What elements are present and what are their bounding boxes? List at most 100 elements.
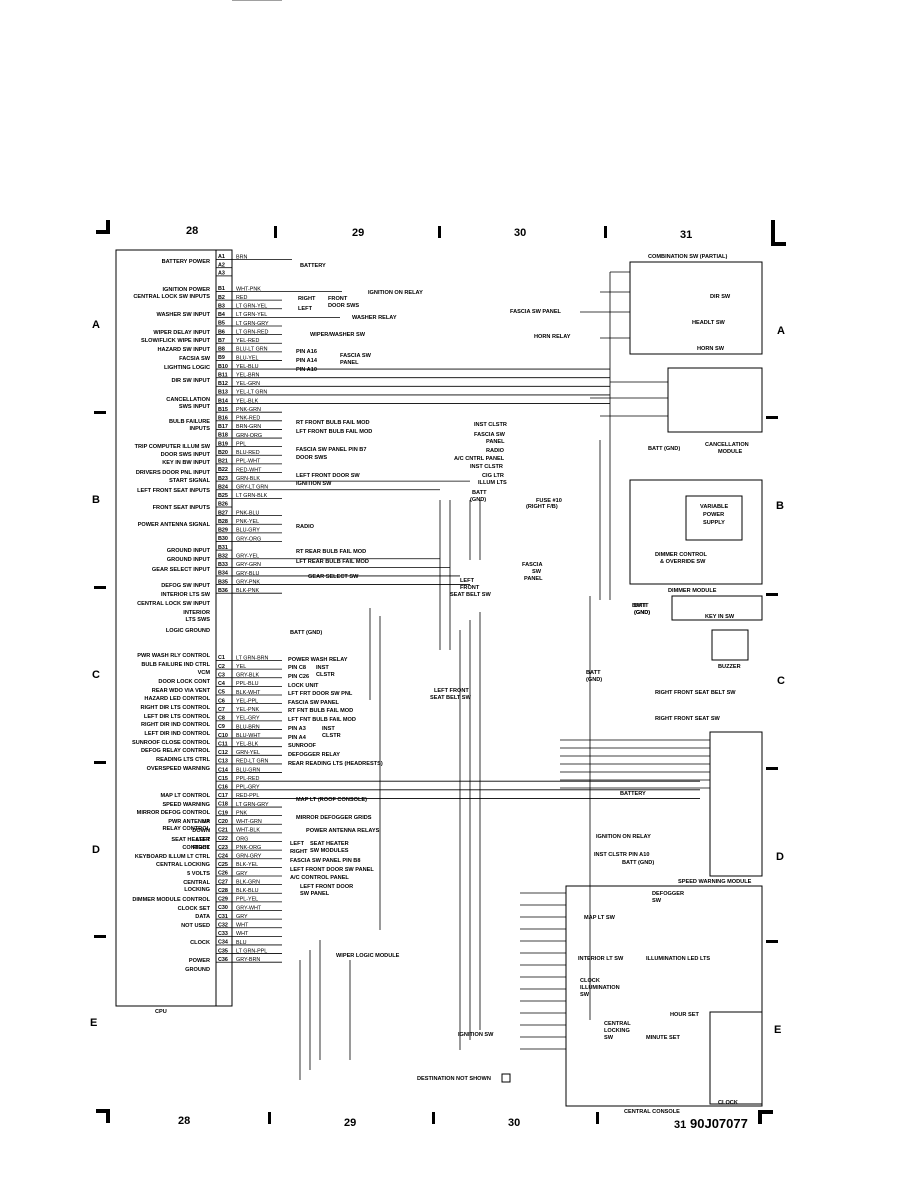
wire-label: YEL-PPL: [236, 698, 258, 704]
cpu-function-label: SUNROOF CLOSE CONTROL: [132, 740, 211, 746]
dimmer-control-label-2: & OVERRIDE SW: [660, 559, 706, 565]
cpu-function-label: LEFT FRONT SEAT INPUTS: [137, 488, 210, 494]
wire-label: BLU-LT GRN: [236, 347, 268, 353]
cpu-pin-b19: B19: [218, 441, 228, 447]
wire-label: GRY-BLU: [236, 571, 259, 577]
cpu-function-label: SPEED WARNING: [162, 802, 210, 808]
variable-power-supply-box: [685, 495, 743, 541]
grid-col-bottom-29: 29: [344, 1117, 356, 1129]
key-in-sw-box: [671, 595, 763, 621]
buzzer-box: [711, 629, 749, 661]
connection-label: PANEL: [340, 360, 359, 366]
wire-label: YEL-GRN: [236, 381, 260, 387]
wire-label: PNK-GRN: [236, 407, 261, 413]
cpu-pin-c16: C16: [218, 785, 228, 791]
cpu-pin-a2: A2: [218, 262, 225, 268]
cpu-function-label: FRONT SEAT INPUTS: [153, 505, 211, 511]
cpu-pin-c19: C19: [218, 810, 228, 816]
cpu-pin-b15: B15: [218, 407, 228, 413]
dimmer-batt-label-2: (GND): [634, 610, 650, 616]
grid-row-left-d: D: [92, 844, 100, 856]
wire-label: PNK-YEL: [236, 519, 259, 525]
connection-label: CLSTR: [316, 672, 335, 678]
illumination-led-label: ILLUMINATION LED LTS: [646, 956, 710, 962]
cpu-pin-b9: B9: [218, 355, 225, 361]
wire-label: GRN-GRY: [236, 854, 262, 860]
cpu-pin-c29: C29: [218, 897, 228, 903]
wire-label: WHT-GRN: [236, 819, 262, 825]
headlt-sw-label: HEADLT SW: [692, 320, 726, 326]
dimmer-control-label-1: DIMMER CONTROL: [655, 552, 707, 558]
grid-col-top-29: 29: [352, 227, 364, 239]
cpu-function-label: KEYBOARD ILLUM LT CTRL: [135, 854, 211, 860]
clock-box: [709, 1011, 763, 1105]
cpu-pin-b36: B36: [218, 588, 228, 594]
wire-label: YEL-LT GRN: [236, 390, 267, 396]
middle-label: ILLUM LTS: [478, 480, 507, 486]
wire-label: PPL-WHT: [236, 459, 261, 465]
connection-label: RADIO: [296, 524, 315, 530]
cpu-pin-c21: C21: [218, 828, 228, 834]
grid-row-left-e: E: [90, 1017, 97, 1029]
cpu-pin-c7: C7: [218, 707, 225, 713]
connection-label: FASCIA SW PANEL: [288, 700, 340, 706]
cpu-function-label: RIGHT: [193, 845, 211, 851]
cpu-function-label: LEFT DIR IND CONTROL: [144, 731, 210, 737]
central-locking-label-2: LOCKING: [604, 1028, 630, 1034]
cpu-pin-b25: B25: [218, 493, 228, 499]
speed-warning-module-title: SPEED WARNING MODULE: [678, 879, 752, 885]
connection-label: IGNITION ON RELAY: [368, 290, 423, 296]
cpu-pin-c10: C10: [218, 733, 228, 739]
wire-label: WHT: [236, 931, 249, 937]
cpu-function-label: DRIVERS DOOR PNL INPUT: [136, 470, 211, 476]
cpu-pin-list: A1A2A3B1B2B3B4B5B6B7B8B9B10B11B12B13B14B…: [216, 254, 232, 963]
defogger-sw-label-1: DEFOGGER: [652, 891, 684, 897]
cpu-function-label: READING LTS CTRL: [156, 757, 211, 763]
cpu-pin-b21: B21: [218, 459, 228, 465]
wire-label: RED: [236, 295, 247, 301]
wire-label: BRN: [236, 254, 247, 260]
connection-label: SEAT BELT SW: [450, 592, 492, 598]
wire-label: RED-LT GRN: [236, 759, 269, 765]
connection-label: LEFT: [298, 306, 313, 312]
sw-inst-clstr-label: INST CLSTR PIN A10: [594, 852, 649, 858]
wire-label: BLU: [236, 940, 247, 946]
connection-label: SEAT HEATER: [310, 841, 349, 847]
cpu-pin-b16: B16: [218, 416, 228, 422]
speed-warning-module-box: [709, 731, 763, 877]
wire-label: PPL-YEL: [236, 897, 258, 903]
wire-label: GRN-ORG: [236, 433, 262, 439]
wire-label: BLK-PNK: [236, 588, 259, 594]
connection-label: SEAT BELT SW: [430, 695, 472, 701]
cpu-pin-b31: B31: [218, 545, 228, 551]
wire-label: LT GRN-BRN: [236, 655, 269, 661]
connection-label: LFT FNT BULB FAIL MOD: [288, 717, 356, 723]
cpu-pin-c23: C23: [218, 845, 228, 851]
connection-label: PIN C8: [288, 665, 306, 671]
wire-label: PNK-BLU: [236, 510, 259, 516]
wire-label: YEL-BRN: [236, 373, 259, 379]
wire-label: PNK-RED: [236, 416, 260, 422]
middle-label: SW: [532, 569, 542, 575]
cpu-pin-b23: B23: [218, 476, 228, 482]
cpu-function-label: LEFT: [196, 837, 211, 843]
wire-label: YEL: [236, 664, 246, 670]
cpu-function-label: SLOW/FLICK WIPE INPUT: [141, 338, 211, 344]
cpu-function-label: DIR SW INPUT: [171, 378, 210, 384]
wire-label: GRN-BLK: [236, 476, 260, 482]
connection-label: SW PANEL: [300, 891, 330, 897]
cpu-function-label: INTERIOR: [183, 610, 210, 616]
grid-col-bottom-31: 31: [674, 1119, 686, 1131]
cpu-pin-c27: C27: [218, 879, 228, 885]
middle-label: FASCIA: [522, 562, 543, 568]
cpu-pin-c13: C13: [218, 759, 228, 765]
wire-label: GRY-PNK: [236, 579, 260, 585]
middle-label: PANEL: [524, 576, 543, 582]
cpu-function-label: DATA: [195, 914, 210, 920]
cpu-function-label: DOOR SWS INPUT: [161, 452, 211, 458]
cpu-function-label: GROUND: [185, 967, 210, 973]
rf-seat-sw-label: RIGHT FRONT SEAT SW: [655, 716, 721, 722]
connection-label: MIRROR DEFOGGER GRIDS: [296, 815, 372, 821]
